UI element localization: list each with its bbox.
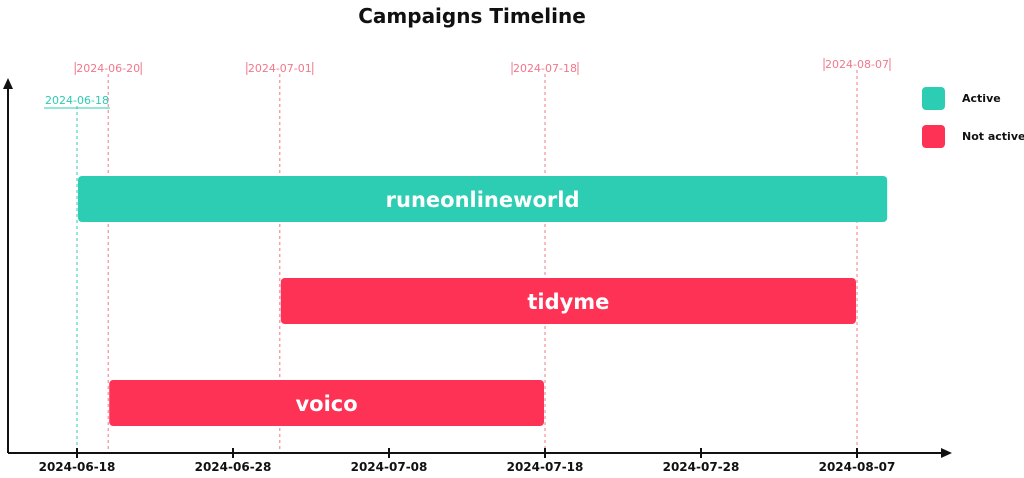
x-tick-label: 2024-07-28 — [663, 460, 740, 474]
x-tick-label: 2024-07-08 — [351, 460, 428, 474]
task-bar — [280, 278, 856, 324]
x-tick-label: 2024-06-18 — [39, 460, 116, 474]
x-tick-label: 2024-08-07 — [819, 460, 896, 474]
marker-label: 2024-06-18 — [45, 94, 109, 107]
legend-swatch-not-active — [922, 124, 945, 148]
axes — [3, 78, 952, 458]
task-bar — [109, 380, 544, 426]
task-label: runeonlineworld — [386, 188, 580, 212]
legend-swatch-active — [922, 86, 945, 110]
marker-label: 2024-07-18 — [513, 62, 577, 75]
x-tick-label: 2024-06-28 — [195, 460, 272, 474]
x-axis-arrow — [941, 448, 952, 458]
legend-label-active: Active — [962, 91, 1001, 105]
marker-label: 2024-06-20 — [76, 62, 140, 75]
date-markers: 2024-06-18 2024-06-20 2024-07-01 2024-07-18… — [44, 58, 891, 453]
task-label: voico — [295, 392, 357, 416]
legend-label-not-active: Not active — [962, 129, 1024, 143]
marker-label: 2024-07-01 — [248, 62, 312, 75]
legend-item-not-active: Not active — [922, 124, 1024, 148]
y-axis-arrow — [3, 78, 13, 89]
task-bars: runeonlineworld tidyme voico — [78, 176, 888, 426]
task-label: tidyme — [527, 290, 609, 314]
legend: Active Not active — [922, 86, 1024, 162]
x-tick-label: 2024-07-18 — [507, 460, 584, 474]
task-bar — [78, 176, 888, 222]
x-axis-ticks: 2024-06-18 2024-06-28 2024-07-08 2024-07-18… — [39, 448, 896, 474]
legend-item-active: Active — [922, 86, 1024, 110]
chart-title: Campaigns Timeline — [358, 4, 586, 28]
marker-label: 2024-08-07 — [825, 58, 889, 71]
